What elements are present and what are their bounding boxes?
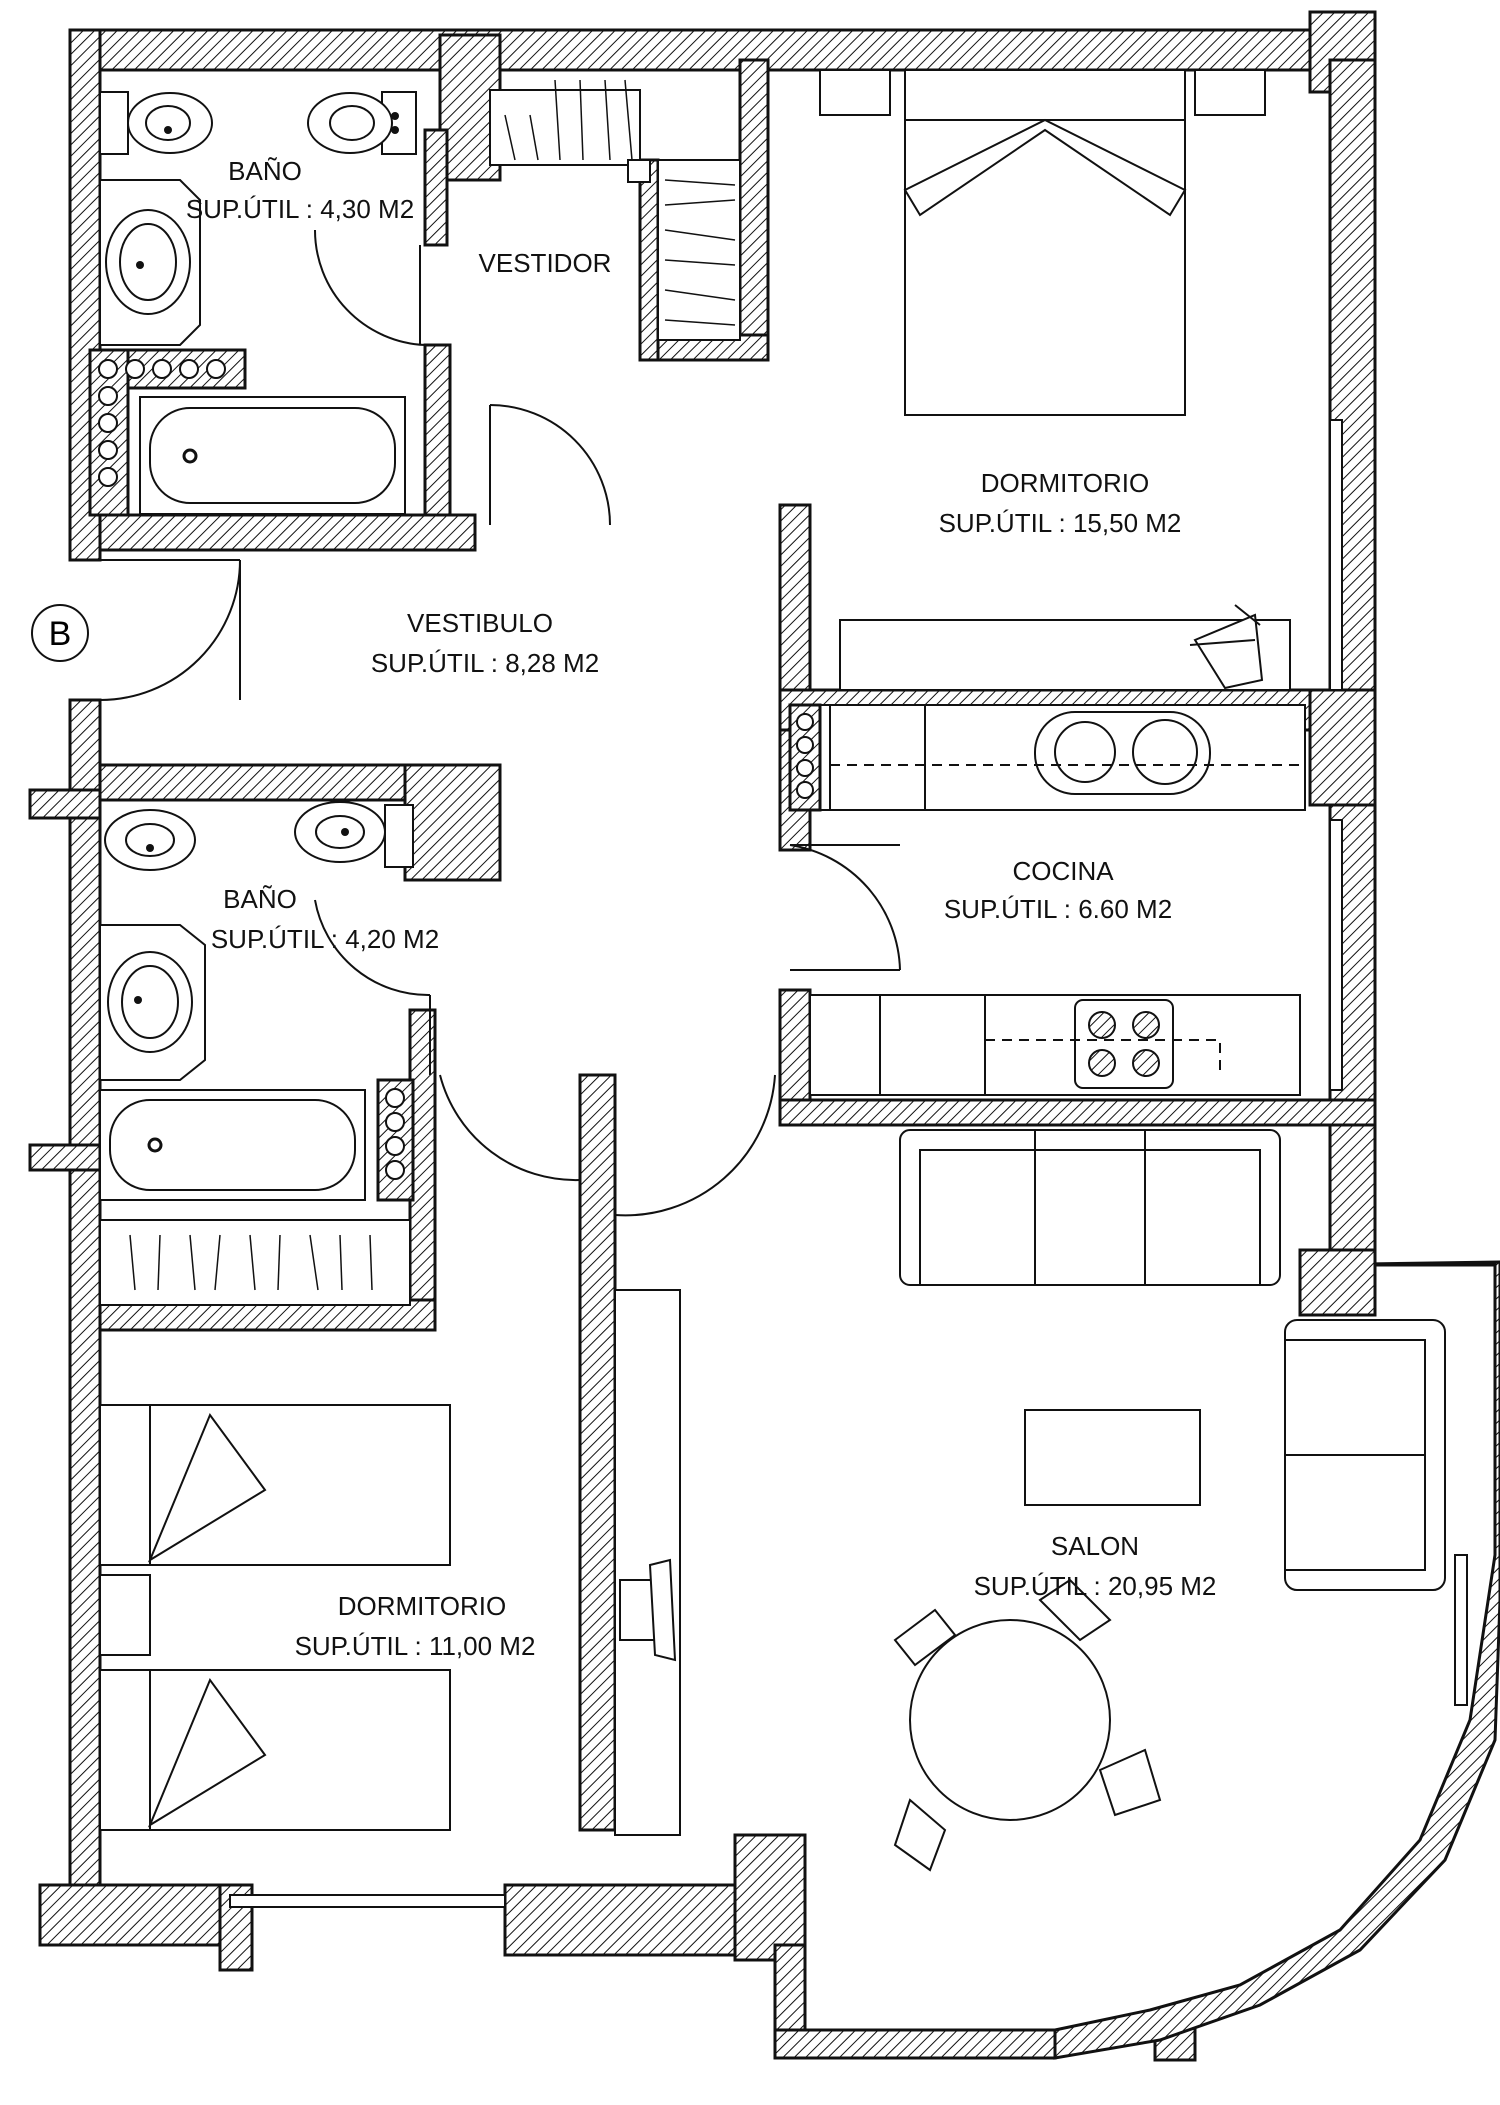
bathroom-1-fixtures bbox=[88, 91, 426, 517]
second-bedroom-name: DORMITORIO bbox=[338, 1591, 507, 1621]
hall-name: VESTIBULO bbox=[407, 608, 553, 638]
bathroom-1-name: BAÑO bbox=[228, 156, 302, 186]
hall-doors bbox=[439, 404, 901, 1217]
living-room-area: SUP.ÚTIL : 20,95 M2 bbox=[974, 1571, 1217, 1601]
second-bedroom-furniture bbox=[99, 1289, 681, 1836]
closet-name: VESTIDOR bbox=[479, 248, 612, 278]
living-room-furniture bbox=[893, 1129, 1446, 1872]
entrance-door bbox=[99, 559, 241, 701]
windows bbox=[229, 419, 1468, 1908]
interior-walls bbox=[98, 33, 1377, 1832]
bathroom-2-name: BAÑO bbox=[223, 884, 297, 914]
hall-area: SUP.ÚTIL : 8,28 M2 bbox=[371, 648, 599, 678]
kitchen-fixtures bbox=[788, 703, 1306, 1096]
exterior-walls bbox=[28, 10, 1500, 2062]
marker-b: B bbox=[31, 604, 89, 662]
bathroom-2-area: SUP.ÚTIL : 4,20 M2 bbox=[211, 924, 439, 954]
bathroom-2-fixtures bbox=[99, 801, 431, 1306]
room-labels: B BAÑO SUP.ÚTIL : 4,30 M2 VESTIDOR DORMI… bbox=[31, 156, 1217, 1661]
marker-label: B bbox=[49, 615, 72, 653]
master-bedroom-name: DORMITORIO bbox=[981, 468, 1150, 498]
master-bedroom-area: SUP.ÚTIL : 15,50 M2 bbox=[939, 508, 1182, 538]
bathroom-1-area: SUP.ÚTIL : 4,30 M2 bbox=[186, 194, 414, 224]
second-bedroom-area: SUP.ÚTIL : 11,00 M2 bbox=[295, 1631, 536, 1661]
kitchen-name: COCINA bbox=[1012, 856, 1114, 886]
walk-in-closet bbox=[489, 79, 741, 341]
living-room-name: SALON bbox=[1051, 1531, 1139, 1561]
kitchen-area: SUP.ÚTIL : 6.60 M2 bbox=[944, 894, 1172, 924]
master-bedroom-furniture bbox=[819, 69, 1291, 691]
